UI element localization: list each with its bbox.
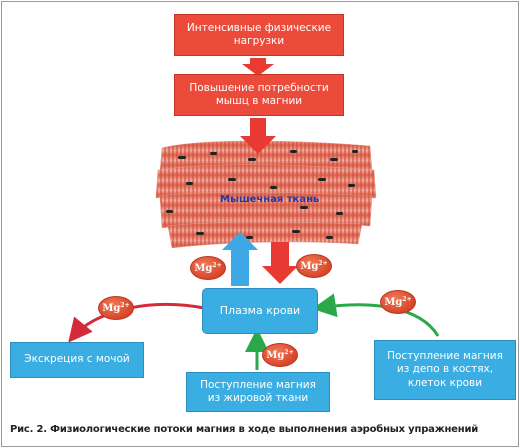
fat-tissue-intake-box: Поступление магния из жировой ткани: [186, 372, 330, 412]
depot-intake-box: Поступление магния из депо в костях, кле…: [374, 340, 516, 400]
excretion-box: Экскреция с мочой: [10, 342, 144, 378]
demand-increase-box: Повышение потребности мышц в магнии: [174, 74, 344, 116]
intense-load-box: Интенсивные физические нагрузки: [174, 14, 344, 56]
arrow-demand-to-tissue: [240, 118, 276, 154]
figure-caption: Рис. 2. Физиологические потоки магния в …: [10, 424, 479, 435]
blood-plasma-box: Плазма крови: [202, 288, 318, 334]
muscle-tissue-image: [155, 140, 377, 249]
muscle-tissue-label: Мышечная ткань: [220, 194, 320, 205]
arrow-tissue-to-plasma: [262, 242, 298, 284]
arrow-plasma-to-tissue: [222, 232, 258, 286]
arrow-plasma-to-excretion: [68, 303, 205, 343]
arrow-load-to-demand: [242, 58, 274, 76]
arrow-depot-to-plasma: [312, 293, 440, 337]
